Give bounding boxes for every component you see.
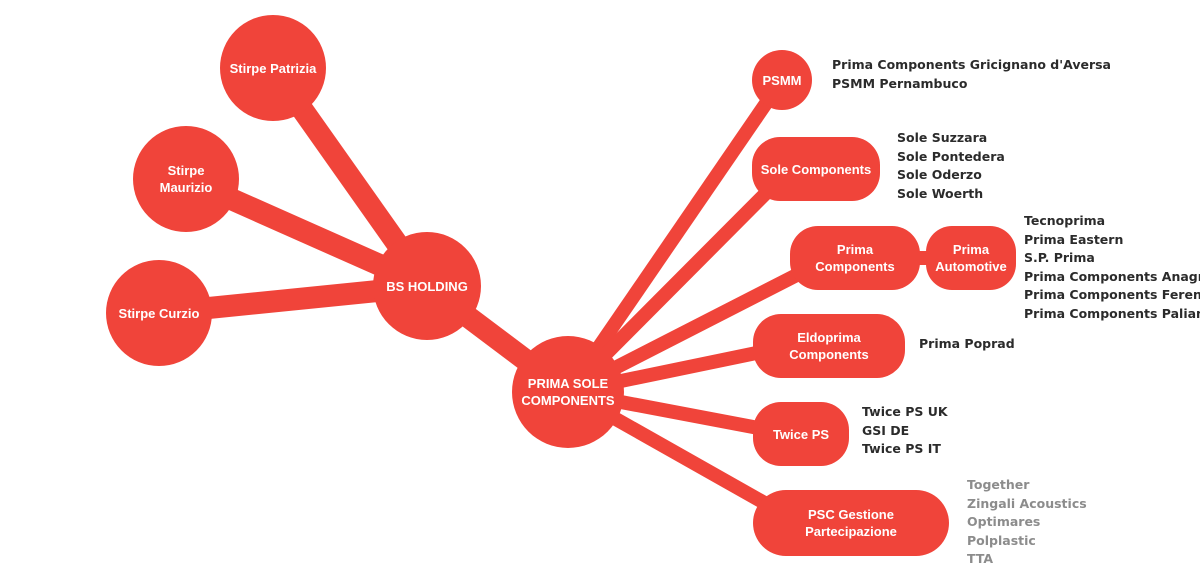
subsidiary-item: PSMM Pernambuco <box>832 75 968 91</box>
subsidiary-item: Optimares <box>967 514 1041 529</box>
sole-components-subsidiaries: Sole Suzzara Sole Pontedera Sole Oderzo … <box>897 129 1005 203</box>
subsidiary-item: Prima Components Anagni <box>1024 268 1200 284</box>
subsidiary-item: TTA <box>967 551 994 566</box>
node-stirpe-curzio: Stirpe Curzio <box>106 260 212 366</box>
node-label: PSC Gestione Partecipazione <box>805 507 897 539</box>
subsidiary-item: S.P. Prima <box>1024 250 1095 265</box>
node-label: Prima Components <box>815 242 895 274</box>
subsidiary-item: Prima Poprad <box>919 336 1015 351</box>
subsidiary-item: Prima Eastern <box>1024 231 1124 247</box>
node-sole-components: Sole Components <box>752 137 880 201</box>
subsidiary-item: Prima Components Ferentino <box>1024 287 1200 302</box>
node-prima-automotive: Prima Automotive <box>926 226 1016 290</box>
node-label: Stirpe Curzio <box>118 305 200 321</box>
node-label: Stirpe Patrizia <box>229 60 317 76</box>
node-label-line2: Automotive <box>935 259 1007 274</box>
node-eldoprima-components: Eldoprima Components <box>753 314 905 378</box>
node-label: BS HOLDING <box>386 278 468 294</box>
node-prima-sole-components: PRIMA SOLE COMPONENTS <box>512 336 624 448</box>
subsidiary-item: Sole Suzzara <box>897 130 988 145</box>
subsidiary-item: Prima Components Gricignano d'Aversa <box>832 57 1111 72</box>
node-stirpe-maurizio: Stirpe Maurizio <box>133 126 239 232</box>
subsidiary-item: Polplastic <box>967 532 1036 548</box>
node-label: Sole Components <box>760 161 872 177</box>
node-label: Twice PS <box>772 426 830 442</box>
psmm-subsidiaries: Prima Components Gricignano d'Aversa PSM… <box>832 56 1111 93</box>
node-bs-holding: BS HOLDING <box>373 232 481 340</box>
node-label: Eldoprima Components <box>789 330 869 362</box>
node-twice-ps: Twice PS <box>753 402 849 466</box>
subsidiary-item: Sole Woerth <box>897 185 984 201</box>
node-label-line2: COMPONENTS <box>521 393 615 408</box>
subsidiary-item: GSI DE <box>862 422 910 438</box>
node-label: Stirpe Maurizio <box>159 163 213 195</box>
subsidiary-item: Sole Oderzo <box>897 167 982 182</box>
node-psmm: PSMM <box>752 50 812 110</box>
prima-automotive-subsidiaries: Tecnoprima Prima Eastern S.P. Prima Prim… <box>1024 212 1200 323</box>
connector-prima-sole-to-psmm <box>562 76 788 396</box>
eldoprima-subsidiaries: Prima Poprad <box>919 335 1015 354</box>
subsidiary-item: Twice PS UK <box>862 404 948 419</box>
node-psc-gestione-partecipazione: PSC Gestione Partecipazione <box>753 490 949 556</box>
node-label-line1: Prima <box>952 242 990 257</box>
subsidiary-item: Zingali Acoustics <box>967 495 1087 511</box>
node-label-line1: PRIMA SOLE <box>527 376 609 391</box>
subsidiary-item: Prima Components Paliano <box>1024 305 1200 321</box>
subsidiary-item: Together <box>967 477 1030 492</box>
subsidiary-item: Sole Pontedera <box>897 148 1005 164</box>
subsidiary-item: Twice PS IT <box>862 441 941 456</box>
node-stirpe-patrizia: Stirpe Patrizia <box>220 15 326 121</box>
node-label: PSMM <box>762 72 802 88</box>
psc-gestione-subsidiaries: Together Zingali Acoustics Optimares Pol… <box>967 476 1087 569</box>
node-prima-components: Prima Components <box>790 226 920 290</box>
subsidiary-item: Tecnoprima <box>1024 213 1106 228</box>
twice-ps-subsidiaries: Twice PS UK GSI DE Twice PS IT <box>862 403 948 459</box>
